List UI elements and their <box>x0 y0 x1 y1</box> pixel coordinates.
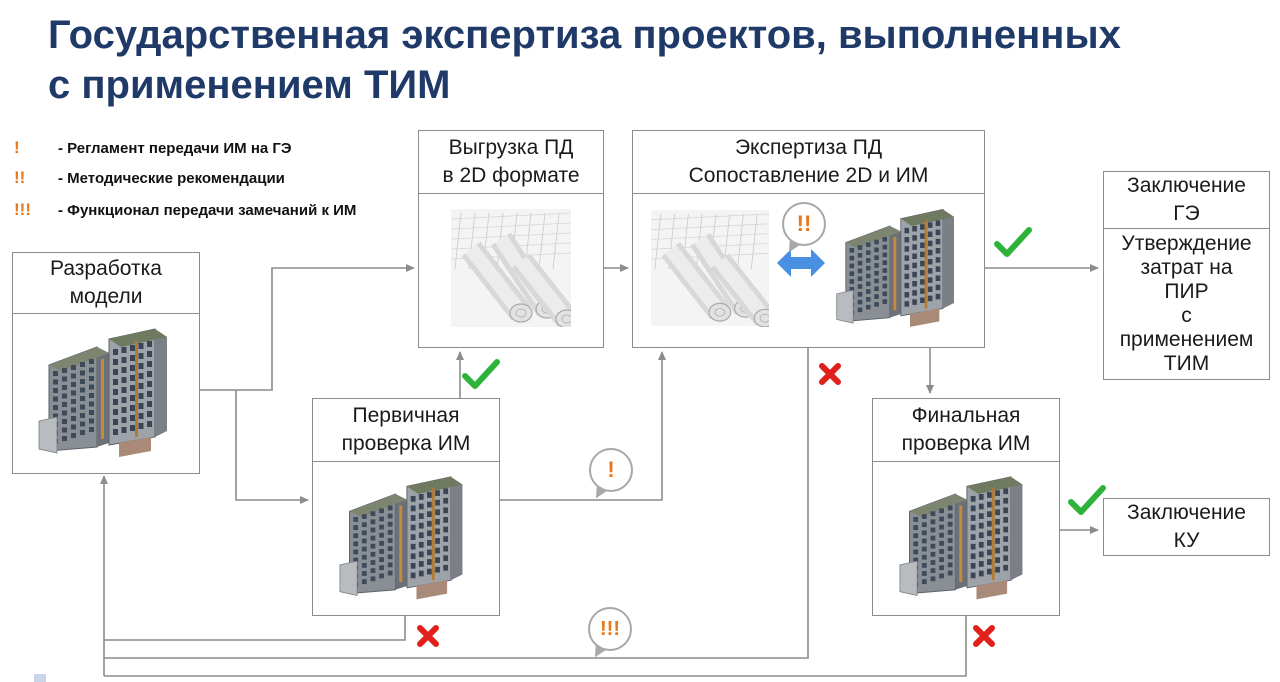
building-image <box>899 476 1023 600</box>
node-label: применением <box>1119 328 1254 351</box>
node-model-development: Разработка модели <box>12 252 200 474</box>
node-header: Финальная проверка ИМ <box>873 399 1059 462</box>
node-label: Выгрузка ПД <box>448 136 574 159</box>
page-title: Государственная экспертиза проектов, вып… <box>48 10 1248 110</box>
node-label: Утверждение <box>1121 232 1252 255</box>
blueprint-rolls-image <box>651 209 769 327</box>
check-icon <box>994 227 1032 257</box>
check-icon <box>462 359 500 389</box>
node-conclusion-ku: Заключение КУ <box>1103 498 1270 556</box>
node-label: ГЭ <box>1173 202 1200 225</box>
bubble-guidelines-icon: !! <box>782 202 826 256</box>
legend-mark: ! <box>14 138 20 157</box>
node-label: Сопоставление 2D и ИМ <box>688 164 929 187</box>
bubble-label: ! <box>607 457 615 482</box>
blueprint-rolls-image <box>451 209 571 327</box>
bubble-label: !! <box>796 211 812 236</box>
title-line-1: Государственная экспертиза проектов, вып… <box>48 13 1121 57</box>
building-image <box>38 328 167 457</box>
node-header: Экспертиза ПД Сопоставление 2D и ИМ <box>633 131 984 194</box>
node-label: модели <box>69 285 143 308</box>
bubble-remarks-icon: !!! <box>588 607 632 661</box>
legend-text: - Функционал передачи замечаний к ИМ <box>58 201 357 219</box>
legend-mark: !!! <box>14 200 31 219</box>
node-label: в 2D формате <box>442 164 580 187</box>
building-image <box>339 476 463 600</box>
bubble-regulation-icon: ! <box>589 448 633 502</box>
node-label: с <box>1181 304 1192 327</box>
node-label: ПИР <box>1164 280 1209 303</box>
node-pd-upload: Выгрузка ПД в 2D формате <box>418 130 604 348</box>
bubble-label: !!! <box>600 617 620 640</box>
node-label: затрат на <box>1140 256 1233 279</box>
node-approval-pir: Утверждение затрат на ПИР с применением … <box>1103 228 1270 380</box>
legend-text: - Регламент передачи ИМ на ГЭ <box>58 139 292 157</box>
node-primary-check: Первичная проверка ИМ <box>312 398 500 616</box>
node-label: Первичная <box>352 404 460 427</box>
legend-item-guidelines: !! - Методические рекомендации <box>14 166 285 190</box>
node-conclusion-ge: Заключение ГЭ <box>1103 171 1270 229</box>
legend-mark: !! <box>14 168 26 187</box>
node-header: Разработка модели <box>13 253 199 314</box>
legend-text: - Методические рекомендации <box>58 169 285 187</box>
compare-arrow-icon <box>777 249 825 277</box>
cross-icon <box>819 363 841 385</box>
cross-icon <box>973 625 995 647</box>
legend-item-remarks: !!! - Функционал передачи замечаний к ИМ <box>14 198 356 222</box>
node-label: Заключение <box>1127 501 1246 524</box>
node-label: ТИМ <box>1163 352 1210 375</box>
node-header: Выгрузка ПД в 2D формате <box>419 131 603 194</box>
node-header: Первичная проверка ИМ <box>313 399 499 462</box>
node-label: Заключение <box>1127 174 1246 197</box>
node-label: Экспертиза ПД <box>734 136 883 159</box>
slide-corner-marker <box>34 674 46 682</box>
legend-item-regulation: ! - Регламент передачи ИМ на ГЭ <box>14 136 292 160</box>
node-final-check: Финальная проверка ИМ <box>872 398 1060 616</box>
title-line-2: с применением ТИМ <box>48 63 451 107</box>
node-label: проверка ИМ <box>341 432 471 455</box>
node-label: КУ <box>1173 529 1200 552</box>
node-label: Финальная <box>911 404 1021 427</box>
building-image <box>836 208 954 327</box>
node-label: Разработка <box>50 257 162 280</box>
node-label: проверка ИМ <box>901 432 1031 455</box>
cross-icon <box>417 625 439 647</box>
check-icon <box>1068 485 1106 515</box>
